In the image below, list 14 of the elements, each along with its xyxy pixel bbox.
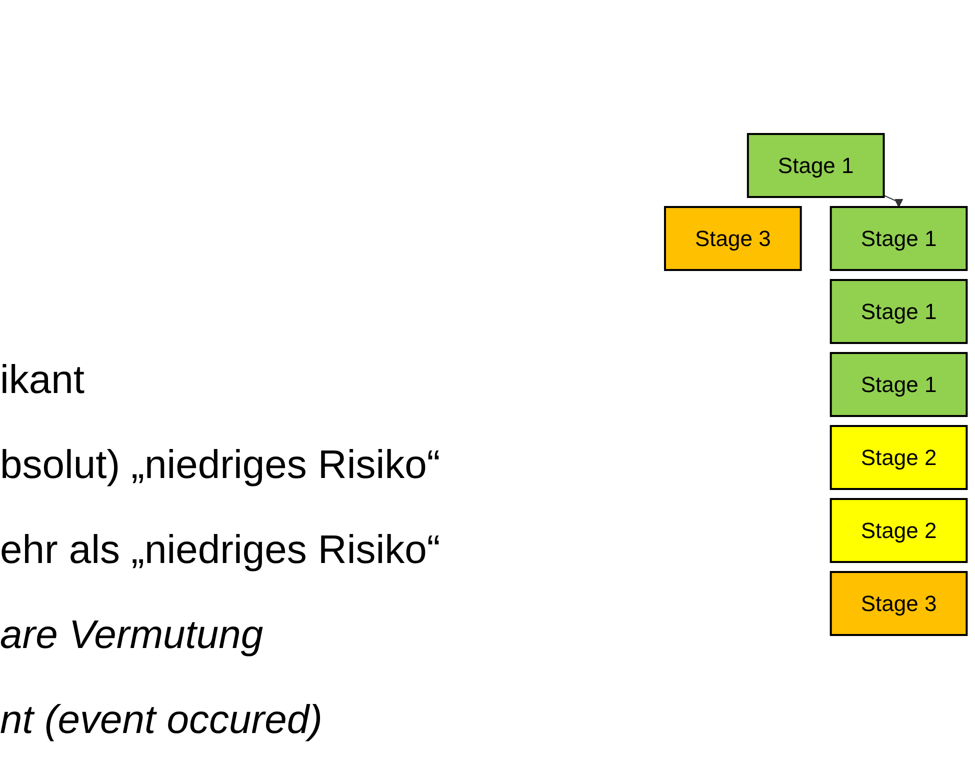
text-line: are Vermutung [0,615,264,655]
node-box: Stage 1 [830,206,968,271]
node-box: Stage 1 [830,352,968,417]
text-line: bsolut) „niedriges Risiko“ [0,445,440,485]
arrow [884,194,904,208]
node-box: Stage 2 [830,498,968,563]
node-box: Stage 3 [830,571,968,636]
text-line: ehr als „niedriges Risiko“ [0,530,440,570]
node-box: Stage 1 [747,133,886,198]
node-box: Stage 2 [830,425,968,490]
node-box: Stage 1 [830,279,968,344]
text-line: nt (event occured) [0,700,322,740]
node-box: Stage 3 [664,206,802,271]
text-line: ikant [0,360,84,400]
